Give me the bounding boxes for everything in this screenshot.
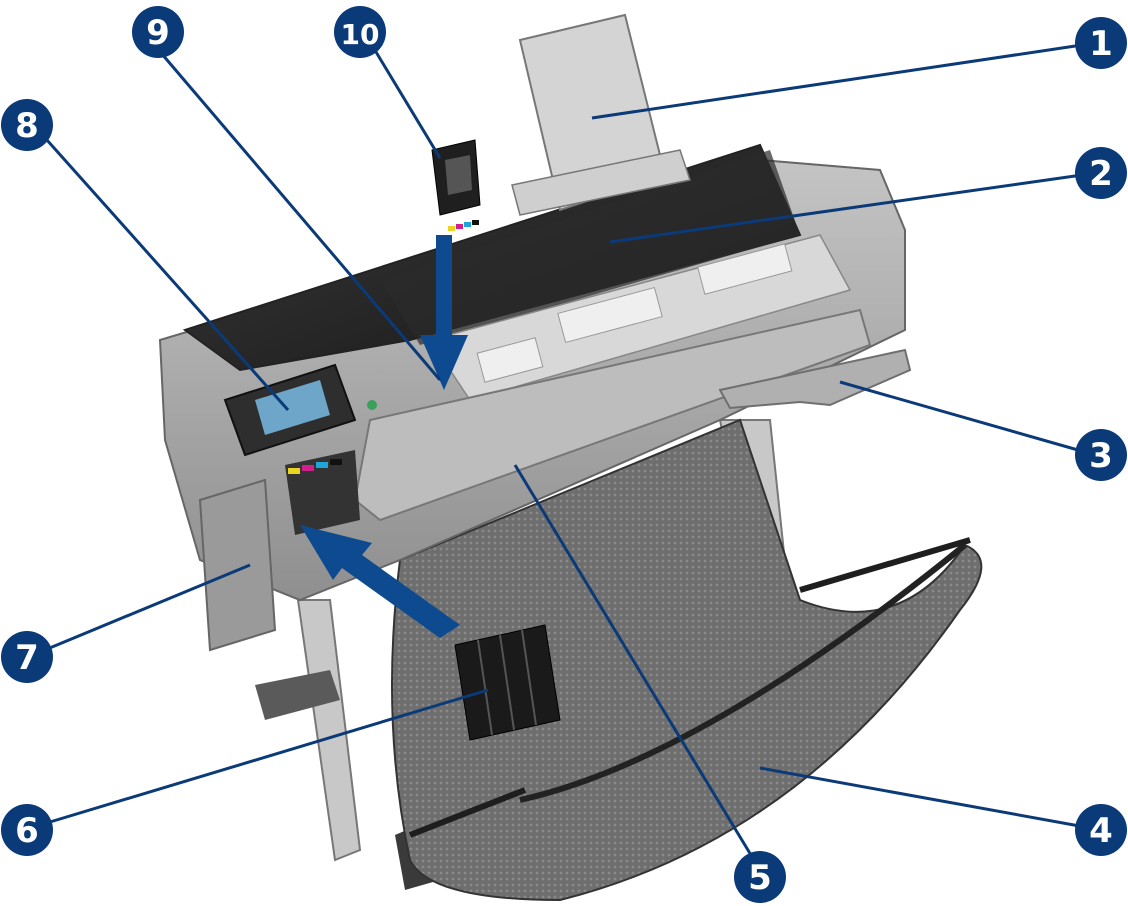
callout-8-label: 8 [15,106,39,146]
leader-1 [591,43,1083,120]
leader-9 [148,39,442,381]
output-basket [391,418,983,902]
callout-1: 1 [1075,17,1127,69]
callout-8: 8 [1,99,53,151]
leader-3 [839,380,1086,454]
callout-5: 5 [734,851,786,903]
callout-7-label: 7 [15,638,39,678]
callout-4-label: 4 [1089,811,1113,851]
callout-10: 10 [334,6,386,58]
leader-2 [609,173,1083,244]
callout-3: 3 [1075,429,1127,481]
callout-5-label: 5 [748,858,772,898]
callout-2-label: 2 [1089,154,1113,194]
leader-10 [368,41,442,159]
leader-lines [36,39,1086,866]
printhead-part [431,139,481,231]
callout-7: 7 [1,631,53,683]
callout-3-label: 3 [1089,436,1113,476]
callout-4: 4 [1075,804,1127,856]
callout-9-label: 9 [146,13,170,53]
callout-2: 2 [1075,147,1127,199]
leader-5 [513,464,759,866]
printhead-arrow [420,235,468,390]
callout-1-label: 1 [1089,24,1113,64]
ink-cartridges-part [454,624,561,741]
callout-6-label: 6 [15,811,39,851]
callout-6: 6 [1,804,53,856]
callouts: 1 2 3 4 5 6 7 8 [1,6,1127,903]
leader-6 [39,688,489,827]
insertion-arrow [300,235,468,638]
output-tray [718,348,912,410]
callout-9: 9 [132,6,184,58]
callout-10-label: 10 [341,18,380,51]
printer-illustration [158,13,983,902]
leader-4 [759,766,1086,829]
leader-8 [36,129,290,411]
leader-7 [39,563,251,654]
cartridge-arrow [300,525,460,638]
